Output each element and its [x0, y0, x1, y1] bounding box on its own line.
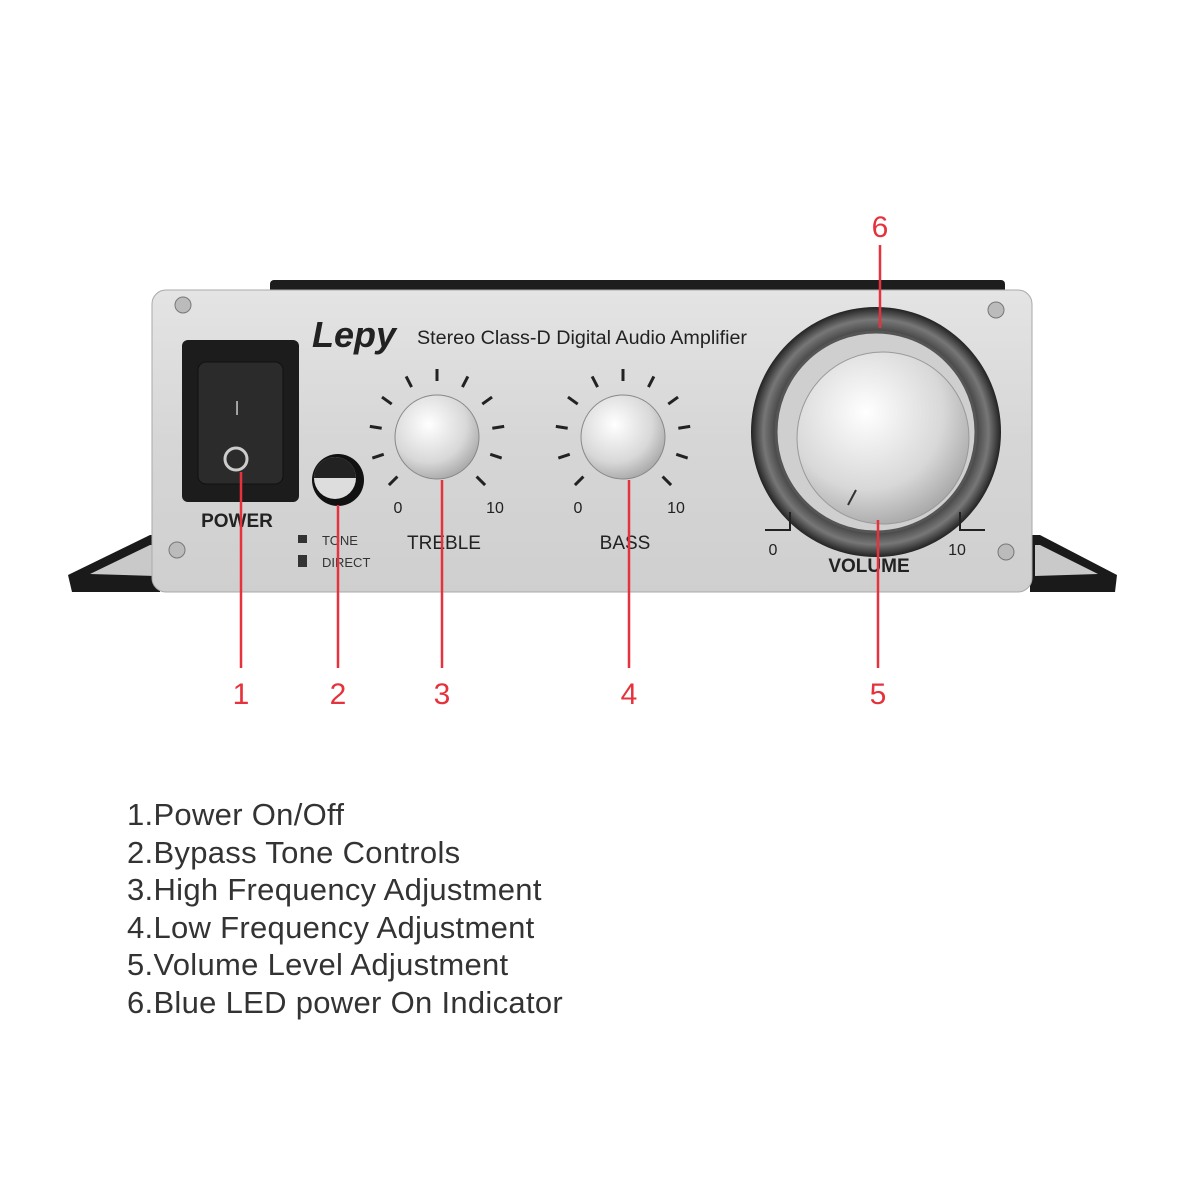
scale-tick: [461, 375, 470, 388]
scale-tick: [489, 452, 503, 460]
callout-lines: [239, 245, 882, 668]
treble-min: 0: [394, 500, 403, 517]
callout-1: 1: [233, 678, 250, 711]
callout-3: 3: [434, 678, 451, 711]
scale-tick: [555, 424, 568, 430]
legend-item: 5.Volume Level Adjustment: [127, 947, 509, 982]
bass-knob[interactable]: [580, 394, 666, 480]
scale-tick: [481, 395, 493, 406]
left-foot-face: [90, 545, 155, 576]
direct-icon: [298, 555, 307, 567]
screw-icon: [997, 543, 1015, 561]
scale-tick: [667, 395, 679, 406]
scale-tick: [381, 395, 393, 406]
scale-tick: [567, 395, 579, 406]
panel-subtitle: Stereo Class-D Digital Audio Amplifier: [417, 328, 748, 349]
legend-item: 3.High Frequency Adjustment: [127, 872, 542, 907]
volume-knob[interactable]: [796, 351, 970, 525]
brand-logo: Lepy: [312, 314, 398, 355]
volume-scale-right: [959, 512, 985, 531]
legend-item: 1.Power On/Off: [127, 797, 345, 832]
treble-knob[interactable]: [394, 394, 480, 480]
scale-tick: [590, 375, 599, 388]
scale-tick: [661, 475, 673, 487]
callout-numbers: 1 2 3 4 5 6: [233, 211, 889, 711]
tone-label: TONE: [322, 533, 358, 548]
treble-max: 10: [486, 500, 504, 517]
direct-label: DIRECT: [322, 555, 370, 570]
screws: [168, 296, 1015, 561]
treble-label: TREBLE: [407, 533, 481, 554]
legend-item: 4.Low Frequency Adjustment: [127, 909, 535, 945]
screw-icon: [168, 541, 186, 559]
scale-tick: [475, 475, 487, 487]
scale-tick: [404, 375, 413, 388]
callout-2: 2: [330, 678, 347, 711]
bass-max: 10: [667, 500, 685, 517]
bass-label: BASS: [600, 533, 651, 554]
bass-min: 0: [574, 500, 583, 517]
scale-tick: [387, 475, 399, 487]
screw-icon: [987, 301, 1005, 319]
volume-indicator: [847, 489, 857, 506]
treble-scale-ticks: [369, 369, 505, 487]
volume-min: 0: [769, 542, 778, 559]
volume-scale-left: [765, 512, 791, 531]
right-foot-face: [1035, 545, 1098, 576]
scale-tick: [369, 424, 382, 430]
feature-legend: 1.Power On/Off 2.Bypass Tone Controls 3.…: [127, 796, 563, 1021]
tone-icon: [298, 535, 307, 543]
callout-4: 4: [621, 678, 638, 711]
bass-scale-ticks: [555, 369, 691, 487]
screw-icon: [174, 296, 192, 314]
volume-label: VOLUME: [828, 556, 909, 577]
switch-on-mark: I: [234, 398, 240, 420]
scale-tick: [678, 424, 691, 430]
scale-tick: [647, 375, 656, 388]
legend-item: 6.Blue LED power On Indicator: [127, 984, 564, 1020]
scale-tick: [557, 452, 571, 460]
volume-max: 10: [948, 542, 966, 559]
scale-tick: [573, 475, 585, 487]
legend-item: 2.Bypass Tone Controls: [127, 834, 461, 870]
callout-5: 5: [870, 678, 887, 711]
power-switch[interactable]: I: [182, 340, 299, 502]
scale-tick: [371, 452, 385, 460]
scale-tick: [492, 424, 505, 430]
switch-off-mark: [223, 446, 249, 472]
tone-direct-button[interactable]: [312, 454, 364, 506]
scale-tick: [675, 452, 689, 460]
callout-6: 6: [872, 211, 889, 244]
power-label: POWER: [201, 511, 273, 532]
